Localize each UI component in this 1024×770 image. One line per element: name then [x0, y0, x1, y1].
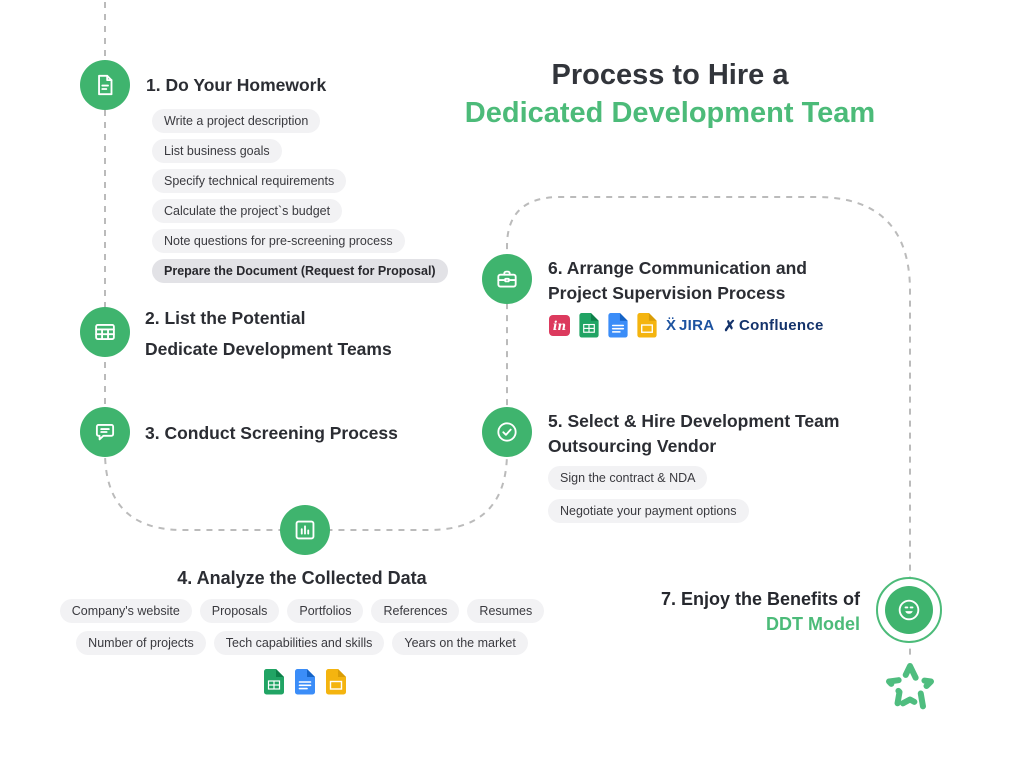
step6-title: 6. Arrange Communication and Project Sup…	[548, 256, 807, 305]
step5-node	[482, 407, 532, 457]
step1-title: 1. Do Your Homework	[146, 75, 327, 95]
confluence-glyph-icon: ✗	[723, 317, 736, 335]
step6-tools: in Ẍ JIRA	[549, 313, 824, 338]
pill-negotiate-payment: Negotiate your payment options	[548, 499, 749, 523]
step1-pill-list: Write a project description List busines…	[152, 109, 448, 283]
pill-references: References	[371, 599, 460, 623]
smiley-icon	[898, 599, 920, 621]
google-sheets-icon	[579, 313, 599, 338]
table-icon	[95, 324, 115, 340]
pill-sign-contract-nda: Sign the contract & NDA	[548, 466, 708, 490]
step4-tools	[264, 669, 346, 695]
title-line2: Dedicated Development Team	[464, 97, 876, 129]
step2-title-line1: 2. List the Potential	[145, 308, 306, 328]
star-logo	[886, 663, 934, 710]
step4-pill-row1: Company's website Proposals Portfolios R…	[59, 599, 545, 623]
invision-label: in	[552, 318, 567, 333]
step7-title-line1: 7. Enjoy the Benefits of	[660, 589, 860, 609]
confluence-logo: ✗ Confluence	[723, 317, 823, 335]
pill-tech-capabilities: Tech capabilities and skills	[213, 631, 385, 655]
pill-years-on-market: Years on the market	[392, 631, 528, 655]
pill-write-project-description: Write a project description	[152, 109, 321, 133]
step2-node	[80, 307, 130, 357]
google-slides-icon	[637, 313, 657, 338]
step7-title-line2: DDT Model	[766, 613, 860, 634]
chat-icon	[95, 424, 115, 441]
pill-calculate-budget: Calculate the project`s budget	[152, 199, 343, 223]
pill-list-business-goals: List business goals	[152, 139, 282, 163]
step5-title: 5. Select & Hire Development Team Outsou…	[548, 409, 839, 458]
step4-title: 4. Analyze the Collected Data	[177, 568, 427, 588]
step5-title-line2: Outsourcing Vendor	[548, 435, 717, 456]
page-title: Process to Hire a Dedicated Development …	[420, 56, 920, 132]
step2-title-line2: Dedicate Development Teams	[145, 339, 392, 359]
step6-title-line2: Project Supervision Process	[548, 282, 786, 303]
bar-chart-icon	[295, 520, 315, 540]
step4-pill-rows: Company's website Proposals Portfolios R…	[59, 599, 545, 663]
title-line1: Process to Hire a	[551, 59, 789, 91]
pill-note-questions: Note questions for pre-screening process	[152, 229, 405, 253]
pill-prepare-rfp: Prepare the Document (Request for Propos…	[152, 259, 448, 283]
step5-pill-list: Sign the contract & NDA Negotiate your p…	[548, 466, 749, 523]
pill-portfolios: Portfolios	[287, 599, 364, 623]
google-docs-icon	[295, 669, 315, 695]
step1-node	[80, 60, 130, 110]
google-docs-icon	[608, 313, 628, 338]
pill-resumes: Resumes	[467, 599, 545, 623]
step6-title-line1: 6. Arrange Communication and	[548, 258, 807, 278]
step4-node	[280, 505, 330, 555]
step7-node-inner	[885, 586, 933, 634]
step4-pill-row2: Number of projects Tech capabilities and…	[62, 631, 542, 655]
pill-number-of-projects: Number of projects	[76, 631, 206, 655]
pill-specify-technical-requirements: Specify technical requirements	[152, 169, 347, 193]
jira-logo: Ẍ JIRA	[666, 317, 714, 334]
pill-companys-website: Company's website	[59, 599, 192, 623]
google-sheets-icon	[264, 669, 284, 695]
invision-icon: in	[549, 315, 570, 336]
step7-title: 7. Enjoy the Benefits of DDT Model	[661, 587, 860, 636]
jira-glyph-icon: Ẍ	[666, 317, 677, 334]
step3-title: 3. Conduct Screening Process	[145, 423, 398, 443]
document-icon	[98, 74, 113, 96]
step2-title: 2. List the Potential Dedicate Developme…	[145, 303, 392, 365]
jira-label: JIRA	[679, 317, 715, 334]
step3-node	[80, 407, 130, 457]
step5-title-line1: 5. Select & Hire Development Team	[548, 411, 840, 431]
confluence-label: Confluence	[738, 317, 824, 334]
briefcase-icon	[497, 270, 517, 288]
step7-node	[876, 577, 942, 643]
step6-node	[482, 254, 532, 304]
check-circle-icon	[497, 422, 517, 442]
google-slides-icon	[326, 669, 346, 695]
pill-proposals: Proposals	[199, 599, 280, 623]
